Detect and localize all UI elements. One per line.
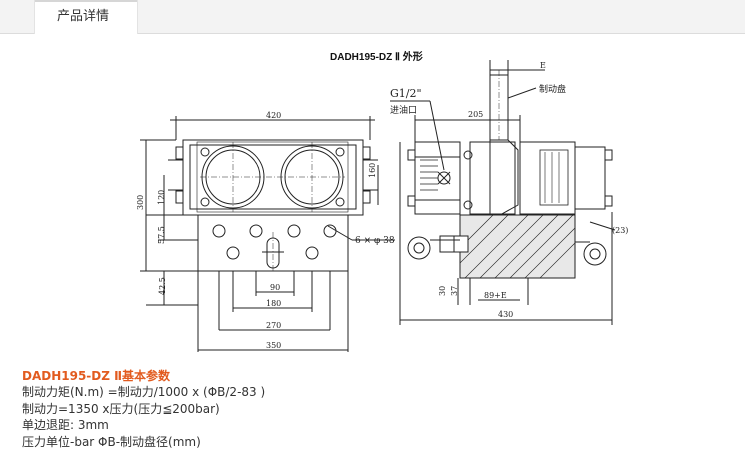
dim-holes: 6 × φ 38 (355, 236, 395, 246)
front-view: 420 300 120 57.5 42.5 160 90 180 270 350… (136, 111, 395, 352)
dim-120: 120 (157, 190, 166, 205)
dim-430: 430 (498, 310, 513, 319)
spec-line-clearance: 单边退距: 3mm (22, 418, 109, 432)
dim-30: 30 (438, 286, 447, 296)
dim-23: (23) (612, 226, 628, 235)
dim-160: 160 (368, 163, 377, 178)
spec-line-units: 压力单位-bar ΦB-制动盘径(mm) (22, 434, 201, 449)
dim-270: 270 (266, 321, 281, 330)
dim-300: 300 (136, 195, 145, 210)
dim-205: 205 (468, 110, 483, 119)
label-brake-disc: 制动盘 (539, 83, 566, 95)
dim-89e: 89+E (484, 291, 507, 300)
dim-e: E (540, 61, 546, 70)
dim-350: 350 (266, 341, 281, 350)
spec-line-torque: 制动力矩(N.m) =制动力/1000 x (ΦB/2-83 ) (22, 385, 266, 399)
tab-accent (35, 0, 137, 2)
technical-drawing: DADH195-DZ Ⅱ 外形 420 300 (136, 50, 628, 352)
dim-42: 42.5 (158, 277, 167, 295)
dim-90: 90 (270, 283, 280, 292)
side-view: 430 205 89+E 30 37 (23) E 制动盘 G1/2" 进油口 (390, 60, 628, 325)
dim-57: 57.5 (157, 226, 166, 244)
tab-product-details[interactable]: 产品详情 (34, 0, 138, 34)
dim-180: 180 (266, 299, 281, 308)
drawing-title: DADH195-DZ Ⅱ 外形 (330, 50, 423, 63)
spec-section: DADH195-DZ Ⅱ基本参数 制动力矩(N.m) =制动力/1000 x (… (22, 368, 622, 450)
label-g12: G1/2" (390, 87, 422, 100)
label-oil-inlet: 进油口 (390, 104, 417, 116)
tab-label: 产品详情 (57, 9, 110, 24)
spec-title: DADH195-DZ Ⅱ基本参数 (22, 369, 171, 383)
tab-bar: 产品详情 (0, 0, 745, 34)
dim-420: 420 (266, 111, 281, 120)
dim-37: 37 (450, 286, 459, 296)
spec-line-force: 制动力=1350 x压力(压力≦200bar) (22, 401, 220, 416)
